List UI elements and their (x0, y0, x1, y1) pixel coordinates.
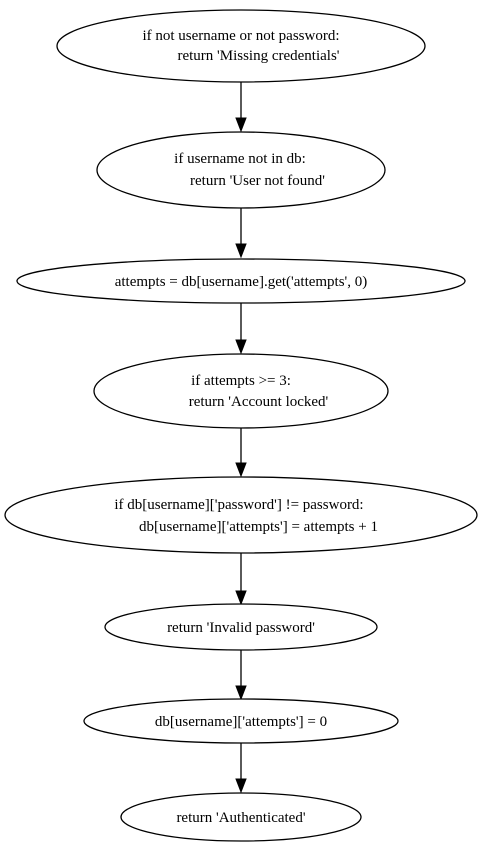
node-1-line-2: return 'Missing credentials' (162, 48, 339, 64)
node-8-line-1: return 'Authenticated' (176, 810, 305, 826)
node-3-line-1: attempts = db[username].get('attempts', … (115, 274, 368, 290)
node-5-line-1: if db[username]['password'] != password: (114, 497, 363, 513)
edge-5-6 (235, 553, 247, 606)
node-password-mismatch-check: if db[username]['password'] != password:… (4, 476, 478, 554)
node-get-attempts: attempts = db[username].get('attempts', … (16, 258, 466, 304)
node-5-line-2: db[username]['attempts'] = attempts + 1 (124, 519, 378, 535)
node-2-line-2: return 'User not found' (175, 173, 325, 189)
edge-2-3 (235, 208, 247, 259)
node-account-locked-check: if attempts >= 3: return 'Account locked… (93, 353, 389, 429)
node-7-line-1: db[username]['attempts'] = 0 (155, 714, 327, 730)
node-user-not-found-check: if username not in db: return 'User not … (96, 131, 386, 209)
edge-3-4 (235, 303, 247, 355)
node-6-line-1: return 'Invalid password' (167, 620, 315, 636)
node-4-line-2: return 'Account locked' (174, 394, 329, 410)
node-reset-attempts: db[username]['attempts'] = 0 (83, 698, 399, 744)
edge-4-5 (235, 428, 247, 478)
node-4-line-1: if attempts >= 3: (191, 373, 291, 389)
node-invalid-password: return 'Invalid password' (104, 603, 378, 651)
node-authenticated: return 'Authenticated' (120, 792, 362, 842)
edge-1-2 (235, 82, 247, 133)
edge-6-7 (235, 650, 247, 701)
node-1-line-1: if not username or not password: (142, 28, 339, 44)
node-2-line-1: if username not in db: (174, 151, 306, 167)
node-missing-credentials-check: if not username or not password: return … (56, 9, 426, 83)
edge-7-8 (235, 743, 247, 794)
